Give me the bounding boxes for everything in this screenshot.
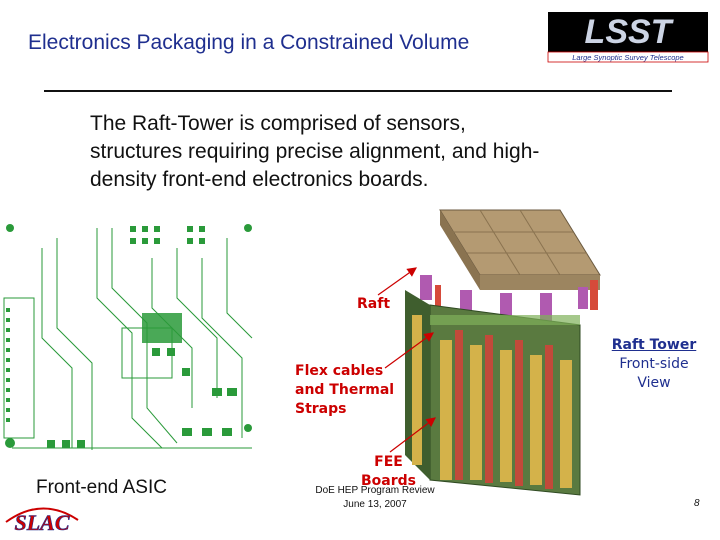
lsst-logo-text: LSST	[585, 13, 675, 51]
asic-pcb-layout-image	[3, 224, 253, 450]
slide-title: Electronics Packaging in a Constrained V…	[28, 31, 470, 54]
lsst-logo-background	[548, 12, 708, 52]
raft-label: Raft	[357, 296, 391, 312]
slac-logo-text: SLAC	[14, 510, 69, 535]
slide-body-text: The Raft-Tower is comprised of sensors, …	[90, 112, 540, 191]
raft-tower-view-label-title: Raft Tower	[611, 337, 697, 353]
flex-cables-label-line3: Straps	[295, 401, 347, 417]
raft-tower-image	[405, 209, 601, 496]
fee-boards-label-line1: FEE	[374, 454, 403, 470]
page-number: 8	[694, 498, 700, 509]
raft-tower-view-label: Raft Tower Front-side View	[604, 336, 704, 393]
raft-tower-view-label-line3: View	[637, 375, 671, 391]
footer-event: DoE HEP Program Review	[315, 485, 435, 496]
lsst-tagline-box	[547, 51, 709, 63]
lsst-logo: LSST Large Synoptic Survey Telescope	[547, 12, 709, 63]
flex-cables-label-line2: and Thermal	[295, 382, 395, 398]
footer-date: June 13, 2007	[343, 499, 407, 510]
front-end-asic-caption: Front-end ASIC	[36, 477, 167, 498]
fee-boards-label: FEE Boards	[361, 453, 416, 491]
flex-cables-label-line1: Flex cables	[295, 363, 384, 379]
slac-logo: SLAC	[5, 507, 79, 535]
fee-boards-label-line2: Boards	[361, 473, 416, 489]
raft-tower-view-label-line2: Front-side	[619, 356, 689, 372]
lsst-tagline: Large Synoptic Survey Telescope	[572, 53, 683, 62]
slide-footer: DoE HEP Program Review June 13, 2007	[300, 484, 450, 512]
title-divider	[44, 90, 672, 92]
flex-cables-label: Flex cables and Thermal Straps	[295, 362, 394, 419]
